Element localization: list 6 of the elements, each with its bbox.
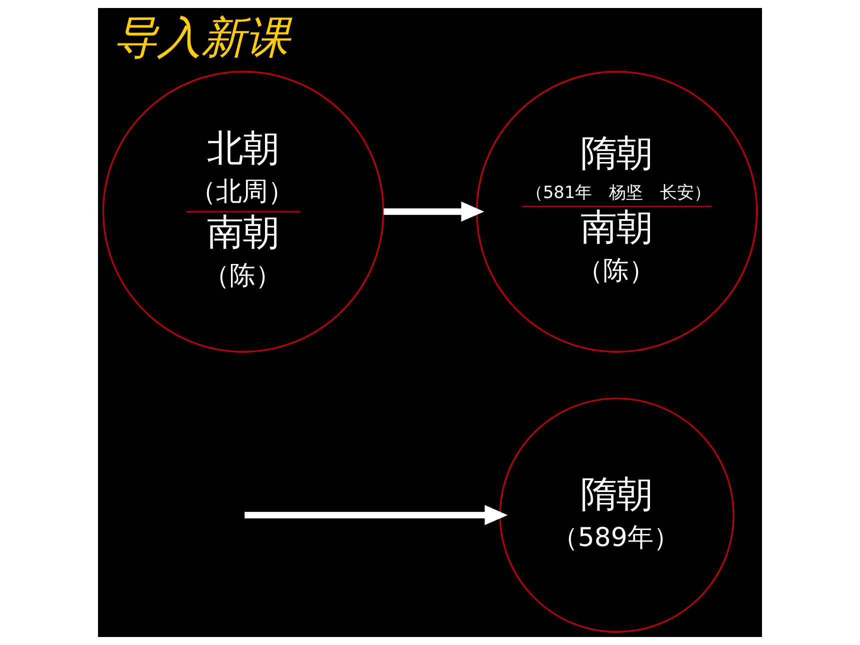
diagram-title: 导入新课 — [114, 12, 290, 64]
arrow — [244, 505, 508, 526]
node-circle: 北朝 （北周） 南朝 （陈） — [102, 70, 384, 352]
arrow — [384, 202, 484, 222]
node-circle: 隋朝 （589年） — [499, 398, 734, 633]
node-circle: 隋朝 （581年 杨坚 长安） 南朝 （陈） — [476, 70, 758, 352]
